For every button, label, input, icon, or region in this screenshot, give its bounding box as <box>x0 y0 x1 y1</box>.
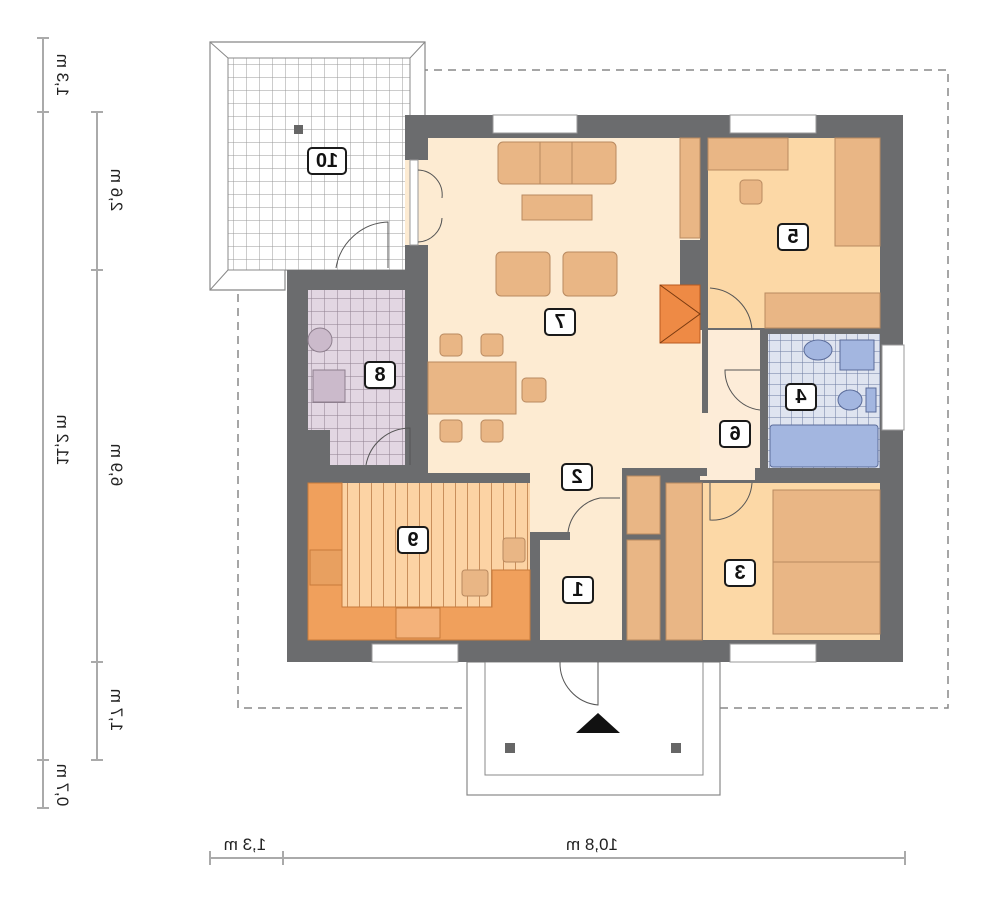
room-label-2: 2 <box>561 463 593 491</box>
dimension-lines <box>37 37 906 865</box>
roof-outline <box>237 69 949 709</box>
utility-fixtures <box>307 327 346 403</box>
dimension-left-outer-1: 1,3 m <box>53 53 72 97</box>
room-label-4: 4 <box>785 383 817 411</box>
entrance-arrow-icon <box>576 713 620 733</box>
room-label-5: 5 <box>777 223 809 251</box>
kitchen-counter <box>307 482 531 641</box>
room-label-7: 7 <box>544 308 576 336</box>
room-7-floor <box>428 138 700 473</box>
room-label-10: 10 <box>307 147 347 175</box>
room-label-9: 9 <box>397 526 429 554</box>
room-label-6: 6 <box>719 420 751 448</box>
dimension-left-inner-2: 6,9 m <box>107 443 126 487</box>
dimension-left-outer-3: 0,7 m <box>53 763 72 807</box>
fireplace <box>659 284 701 344</box>
dimension-bottom-1: 1,3 m <box>223 835 267 854</box>
furniture <box>427 137 881 641</box>
bathroom-fixtures <box>769 339 879 468</box>
entrance-porch <box>466 661 721 796</box>
dimension-left-outer-2: 11,2 m <box>53 414 72 466</box>
dimension-left-inner-3: 1,7 m <box>107 688 126 732</box>
room-label-3: 3 <box>724 559 756 587</box>
windows <box>371 114 905 663</box>
room-label-1: 1 <box>562 576 594 604</box>
dimension-left-inner-1: 2,6 m <box>107 168 126 212</box>
dimension-bottom-2: 10,8 m <box>566 835 618 854</box>
room-label-8: 8 <box>364 361 396 389</box>
room-8-floor <box>308 290 418 465</box>
doors <box>335 169 761 706</box>
